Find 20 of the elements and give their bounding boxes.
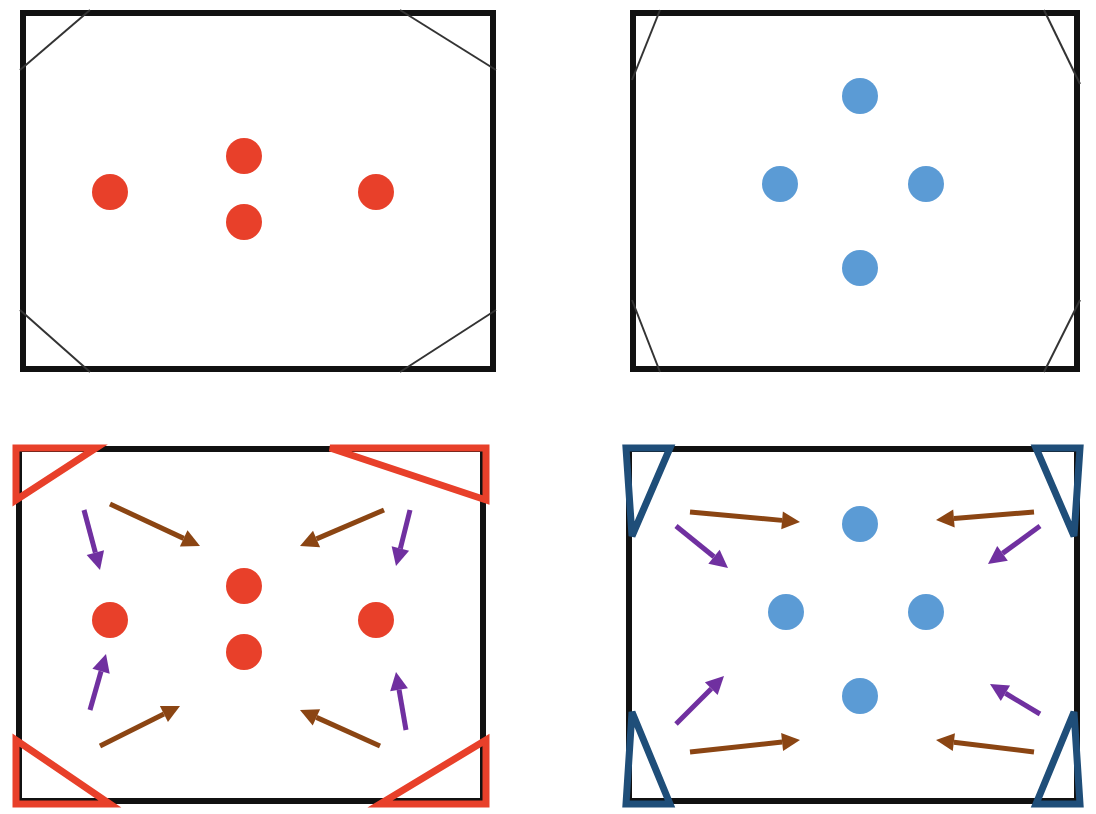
panel-frame bbox=[630, 10, 1080, 372]
dot bbox=[92, 174, 128, 210]
dot bbox=[226, 138, 262, 174]
dot bbox=[226, 204, 262, 240]
dot bbox=[842, 506, 878, 542]
dot bbox=[92, 602, 128, 638]
dot bbox=[842, 250, 878, 286]
dot bbox=[908, 166, 944, 202]
dot bbox=[226, 568, 262, 604]
dot bbox=[358, 174, 394, 210]
dot bbox=[842, 678, 878, 714]
dot bbox=[768, 594, 804, 630]
panel-frame bbox=[20, 10, 496, 372]
dot bbox=[358, 602, 394, 638]
dot bbox=[842, 78, 878, 114]
panel-frame bbox=[16, 446, 486, 804]
panel-frame bbox=[626, 446, 1080, 804]
dot bbox=[226, 634, 262, 670]
dot bbox=[908, 594, 944, 630]
dot bbox=[762, 166, 798, 202]
